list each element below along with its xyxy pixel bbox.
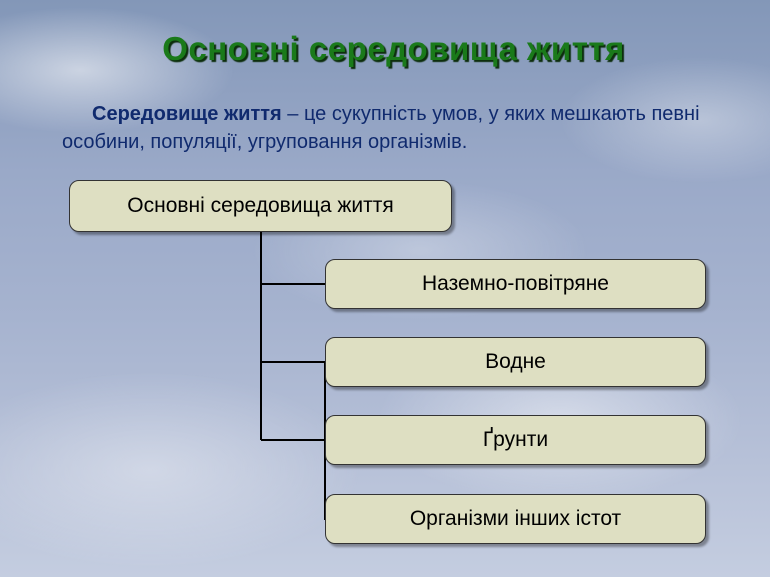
definition-term: Середовище життя (92, 103, 282, 125)
slide-title: Основні середовища життя (162, 30, 625, 67)
diagram-child-box: Наземно-повітряне (325, 259, 706, 309)
diagram-child-box: Організми інших істот (325, 494, 706, 544)
diagram-child-box: Водне (325, 337, 706, 387)
diagram-child-box: Ґрунти (325, 415, 706, 465)
definition-text: Середовище життя – це сукупність умов, у… (62, 100, 712, 156)
definition-body: – це сукупність умов, у яких мешкають пе… (62, 103, 700, 153)
diagram-root-box: Основні середовища життя (69, 180, 452, 232)
